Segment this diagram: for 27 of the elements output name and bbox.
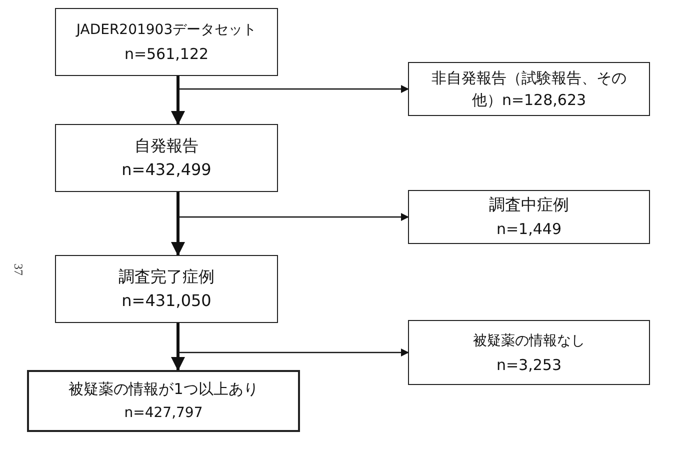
box-title: 調査完了症例 — [118, 266, 214, 288]
box-title: JADER201903データセット — [76, 21, 257, 40]
box-title: 調査中症例 — [489, 194, 569, 216]
arrow — [171, 323, 185, 371]
page-number: 37 — [10, 264, 26, 276]
arrow — [171, 76, 185, 125]
count-text: n=561,122 — [124, 44, 209, 65]
process-box — [55, 8, 278, 76]
process-box — [408, 190, 650, 244]
count-text: n=431,050 — [122, 290, 212, 312]
box-title: 被疑薬の情報が1つ以上あり — [68, 379, 258, 400]
process-box — [408, 62, 650, 116]
process-box — [55, 124, 278, 192]
process-box — [408, 320, 650, 385]
process-box — [27, 370, 300, 432]
box-title: 自発報告 — [134, 135, 198, 157]
arrow — [177, 76, 409, 93]
process-box — [55, 255, 278, 323]
count-text: n=427,797 — [124, 404, 203, 423]
arrow — [177, 192, 409, 221]
box-title: 非自発報告（試験報告、その他）n=128,623 — [430, 68, 628, 111]
box-title: 被疑薬の情報なし — [473, 332, 585, 350]
count-text: n=432,499 — [122, 159, 212, 181]
arrow — [171, 192, 185, 256]
count-text: n=3,253 — [496, 354, 562, 376]
count-text: n=1,449 — [496, 219, 562, 240]
arrow — [177, 323, 409, 356]
